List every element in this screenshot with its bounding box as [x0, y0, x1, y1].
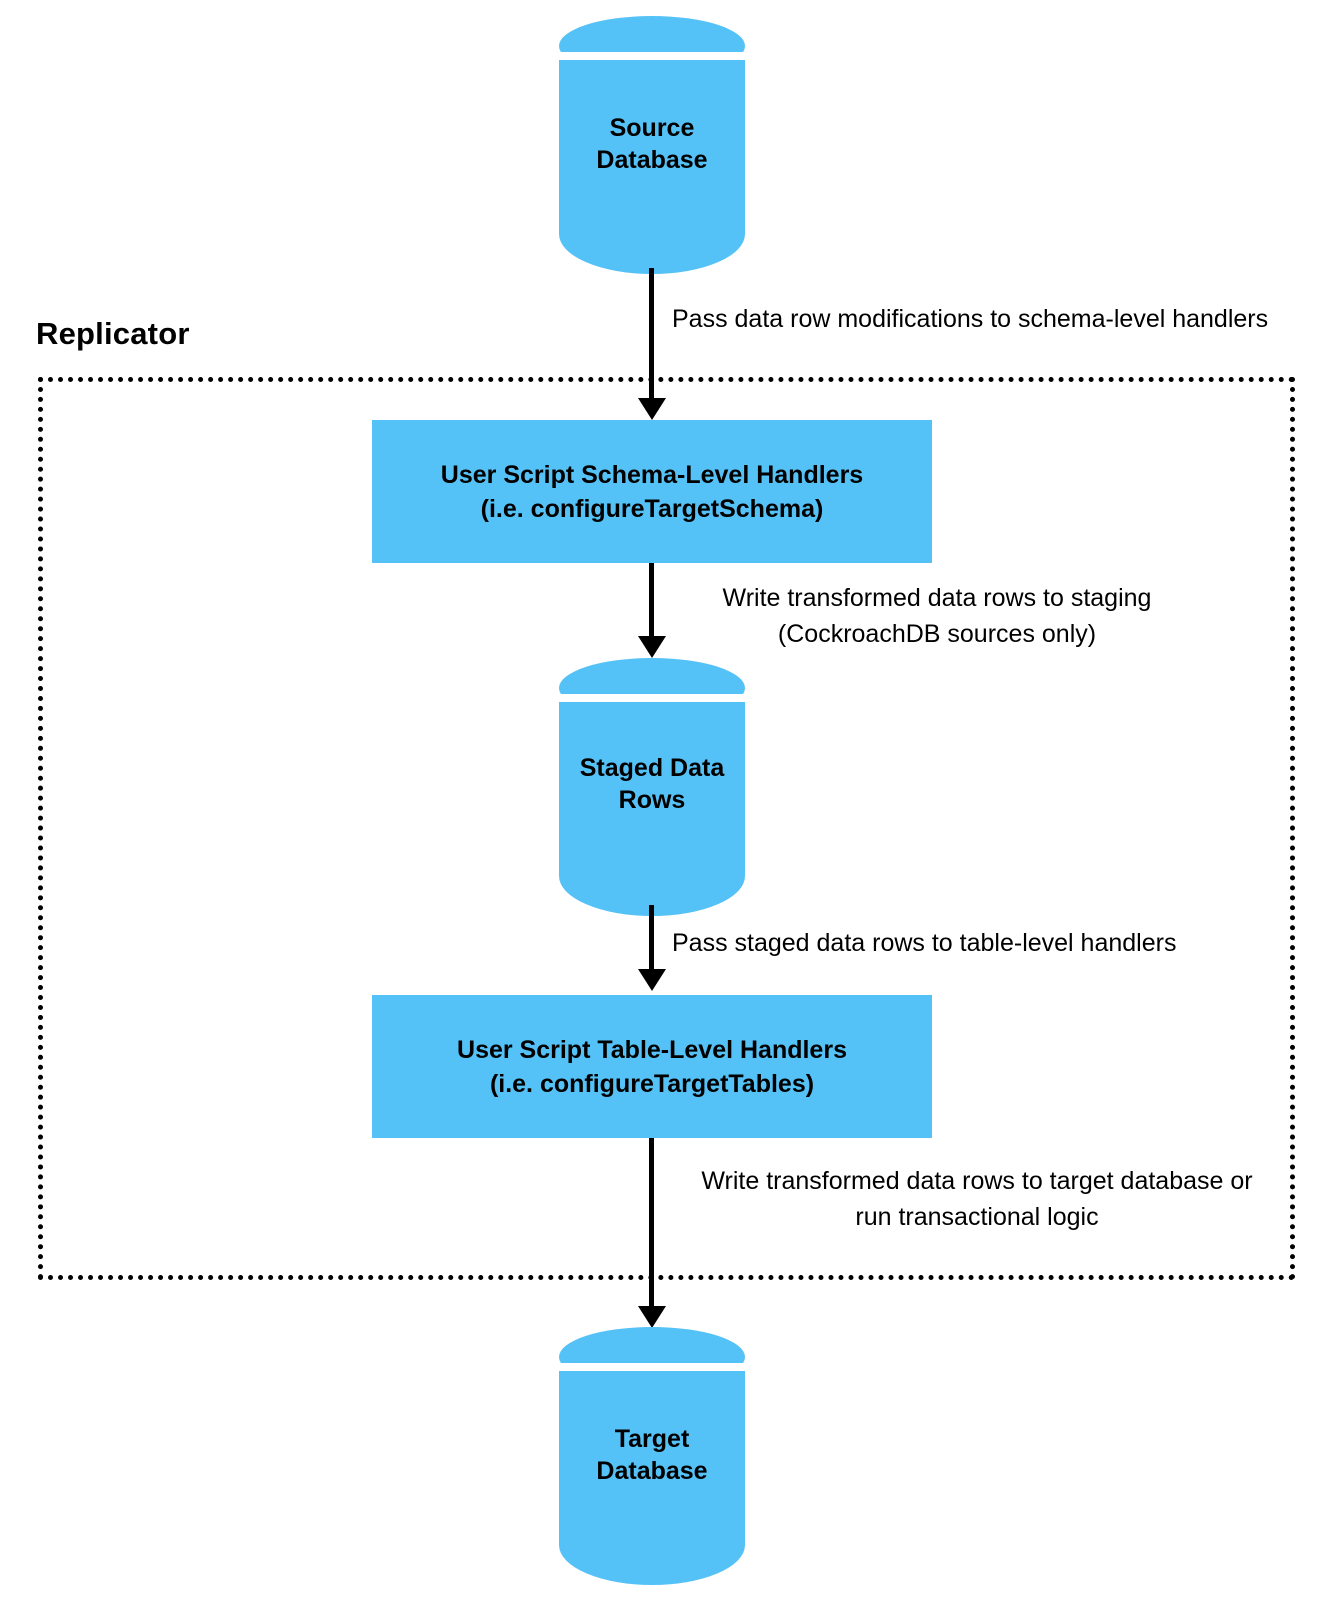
node-label-source-database: Source Database: [596, 114, 708, 174]
node-table-level-handlers: User Script Table-Level Handlers (i.e. c…: [372, 995, 932, 1138]
cylinder-body: [559, 694, 745, 916]
arrow-head-icon: [638, 398, 666, 420]
node-label-target-database: Target Database: [596, 1425, 708, 1485]
arrow-table-handlers-to-target-database: [637, 1138, 667, 1328]
cylinder-body: [559, 52, 745, 274]
arrow-schema-handlers-to-staged-data: [637, 563, 667, 658]
node-label-schema-level-handlers: User Script Schema-Level Handlers (i.e. …: [440, 460, 864, 523]
replicator-boundary-label: Replicator: [36, 316, 190, 351]
edge-label-staged-data-to-table-handlers: Pass staged data rows to table-level han…: [672, 929, 1177, 957]
arrow-source-to-schema-handlers: [637, 268, 667, 420]
arrow-staged-data-to-table-handlers: [637, 905, 667, 991]
arrow-head-icon: [638, 1306, 666, 1328]
arrow-head-icon: [638, 969, 666, 991]
arrow-stem: [649, 268, 654, 398]
edge-label-schema-handlers-to-staged-data: Write transformed data rows to staging (…: [722, 584, 1152, 648]
arrow-stem: [649, 1138, 654, 1306]
arrow-stem: [649, 905, 654, 969]
node-label-staged-data-rows: Staged Data Rows: [579, 754, 725, 814]
edge-label-source-to-schema-handlers: Pass data row modifications to schema-le…: [672, 305, 1269, 333]
cylinder-body: [559, 1363, 745, 1585]
node-schema-level-handlers: User Script Schema-Level Handlers (i.e. …: [372, 420, 932, 563]
arrow-head-icon: [638, 636, 666, 658]
arrow-stem: [649, 563, 654, 636]
node-label-table-level-handlers: User Script Table-Level Handlers (i.e. c…: [457, 1035, 847, 1098]
replicator-boundary-box: [38, 377, 1295, 1280]
edge-label-table-handlers-to-target-database: Write transformed data rows to target da…: [701, 1167, 1253, 1231]
